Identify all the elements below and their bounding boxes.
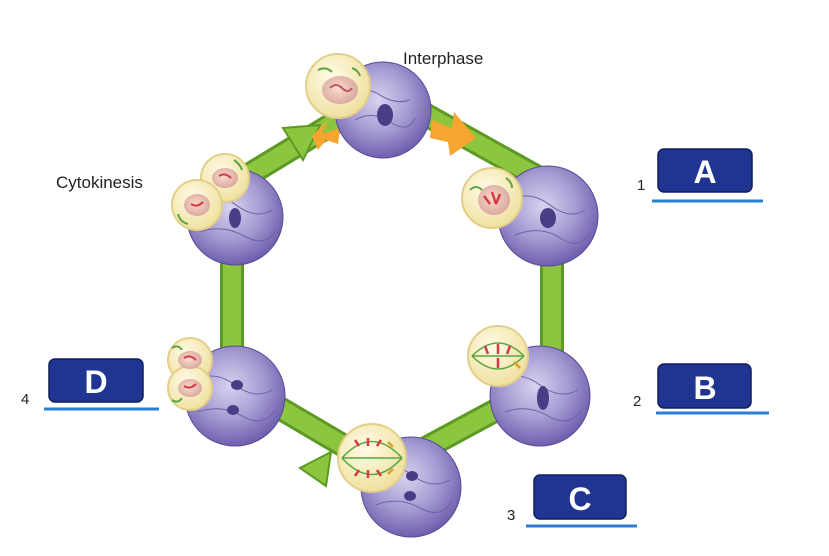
answer-box bbox=[657, 363, 752, 409]
answer-slot-d: 4 D bbox=[21, 358, 159, 411]
answer-slot-c: 3 C bbox=[507, 474, 637, 528]
answer-letter: B bbox=[693, 370, 716, 406]
answer-letter: A bbox=[693, 154, 716, 190]
slot-number: 2 bbox=[633, 393, 641, 410]
answer-box bbox=[657, 148, 753, 193]
orange-arrow-icon bbox=[430, 112, 476, 156]
prophase-stage bbox=[461, 165, 599, 267]
answer-letter: C bbox=[568, 481, 591, 517]
answer-letter: D bbox=[84, 364, 107, 400]
metaphase-stage bbox=[467, 325, 591, 447]
cycle-arrowhead-icon bbox=[281, 123, 322, 163]
interphase-label: Interphase bbox=[403, 49, 483, 68]
interphase-stage bbox=[305, 53, 432, 159]
answer-slot-b: 2 B bbox=[633, 363, 769, 415]
cycle-arrowhead-icon bbox=[298, 450, 333, 488]
anaphase-stage bbox=[337, 423, 462, 538]
telophase-stage bbox=[167, 337, 286, 447]
answer-slot-a: 1 A bbox=[637, 148, 763, 203]
cytokinesis-label: Cytokinesis bbox=[56, 173, 143, 192]
slot-number: 3 bbox=[507, 507, 515, 524]
answer-box bbox=[48, 358, 144, 403]
orange-arrow-icon bbox=[312, 120, 340, 150]
cytokinesis-stage bbox=[171, 153, 284, 266]
slot-number: 4 bbox=[21, 391, 29, 408]
answer-box bbox=[533, 474, 627, 520]
slot-number: 1 bbox=[637, 177, 645, 194]
